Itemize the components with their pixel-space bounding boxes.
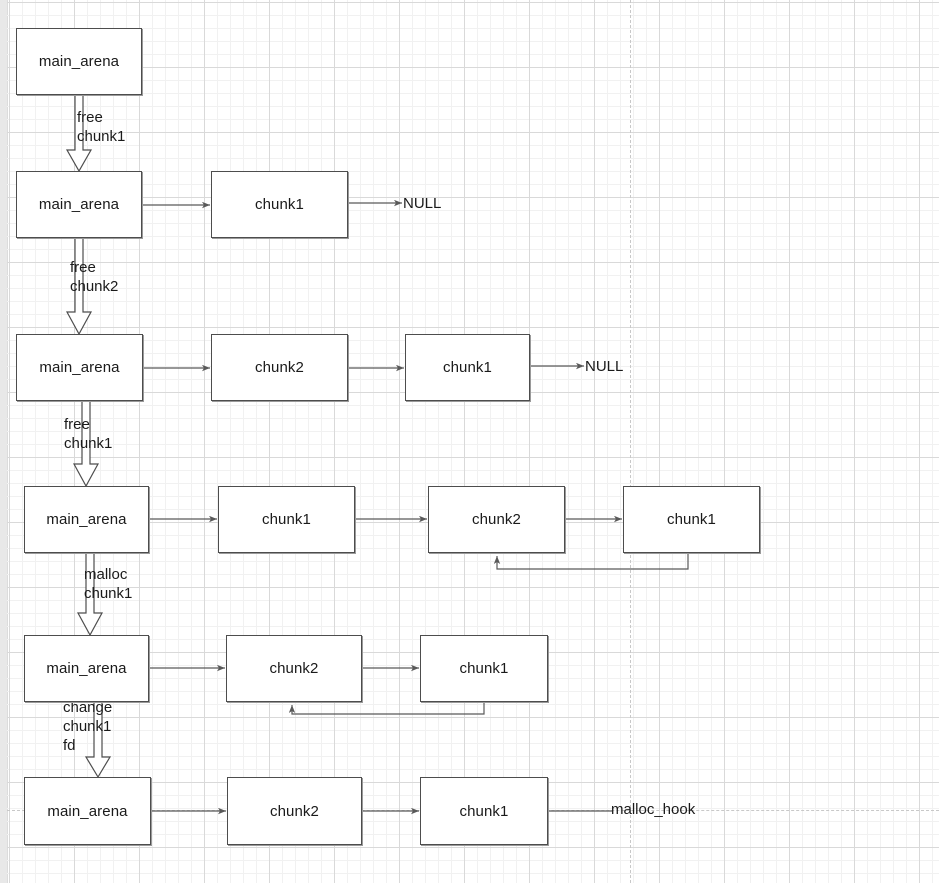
node-row4-chunk1-b[interactable]: chunk1: [623, 486, 760, 553]
transition-caption-free-chunk1-step3: free chunk1: [64, 416, 113, 452]
vertical-alignment-guide: [630, 0, 631, 883]
transition-caption-free-chunk2-step2: free chunk2: [70, 259, 119, 295]
block-arrow-free-chunk1-step1: [65, 94, 93, 173]
grid-background: [7, 0, 939, 883]
node-row6-main-arena[interactable]: main_arena: [24, 777, 151, 845]
node-row2-chunk1[interactable]: chunk1: [211, 171, 348, 238]
link-row5-loop-chunk1-chunk2: [288, 703, 485, 715]
transition-caption-malloc-chunk1-step4: malloc chunk1: [84, 566, 133, 602]
node-row6-chunk1[interactable]: chunk1: [420, 777, 548, 845]
transition-caption-free-chunk1-step1: free chunk1: [77, 109, 126, 145]
link-row4-loop-chunk1b-chunk2: [493, 554, 689, 570]
node-row4-main-arena[interactable]: main_arena: [24, 486, 149, 553]
node-row3-main-arena[interactable]: main_arena: [16, 334, 143, 401]
node-row3-chunk2[interactable]: chunk2: [211, 334, 348, 401]
block-arrow-malloc-chunk1-step4: [76, 552, 104, 637]
node-row1-main-arena[interactable]: main_arena: [16, 28, 142, 95]
node-row5-main-arena[interactable]: main_arena: [24, 635, 149, 702]
block-arrow-change-chunk1-fd-step5: [84, 701, 112, 779]
node-row5-chunk2[interactable]: chunk2: [226, 635, 362, 702]
block-arrow-free-chunk2-step2: [65, 237, 93, 336]
label-row2-null: NULL: [403, 195, 442, 212]
node-row3-chunk1[interactable]: chunk1: [405, 334, 530, 401]
label-row3-null: NULL: [585, 358, 624, 375]
node-row4-chunk2[interactable]: chunk2: [428, 486, 565, 553]
block-arrow-free-chunk1-step3: [72, 400, 100, 488]
label-row6-malloc-hook: malloc_hook: [611, 801, 696, 818]
node-row4-chunk1-a[interactable]: chunk1: [218, 486, 355, 553]
node-row6-chunk2[interactable]: chunk2: [227, 777, 362, 845]
node-row2-main-arena[interactable]: main_arena: [16, 171, 142, 238]
transition-caption-change-chunk1-fd-step5: change chunk1 fd: [63, 699, 113, 754]
node-row5-chunk1[interactable]: chunk1: [420, 635, 548, 702]
